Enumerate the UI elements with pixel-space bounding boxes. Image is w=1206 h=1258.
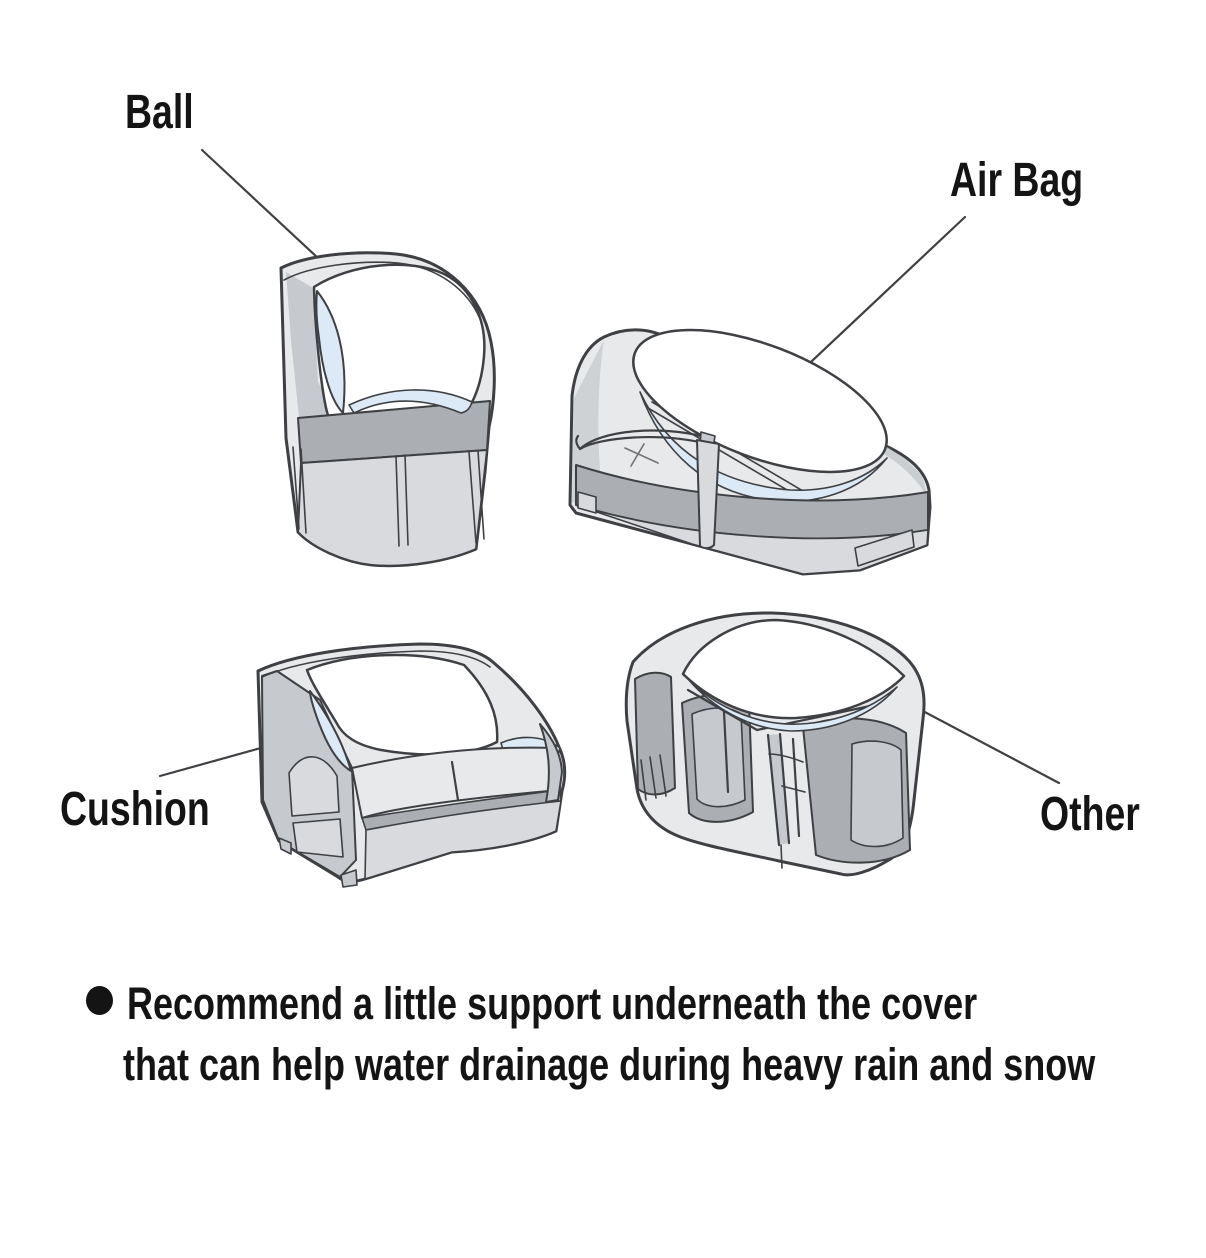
chair-leg-lines bbox=[292, 446, 485, 547]
lounge-armrest-post bbox=[696, 439, 720, 550]
table-set-top-highlight bbox=[687, 678, 898, 732]
lounge-armrest-arc bbox=[575, 429, 710, 451]
label-ball: Ball bbox=[125, 86, 194, 139]
other-support-dome bbox=[681, 618, 906, 720]
loveseat-right-arm bbox=[539, 723, 563, 803]
loveseat-cushion-illustration bbox=[256, 642, 567, 888]
lounge-skirt-notch-left bbox=[577, 491, 597, 514]
bullet-icon bbox=[86, 986, 113, 1015]
chair-back-shading bbox=[286, 272, 338, 435]
chair-skirt bbox=[297, 449, 488, 567]
chair-seat-highlight bbox=[348, 389, 473, 414]
lounge-skirt bbox=[575, 504, 929, 575]
loveseat-skirt bbox=[364, 800, 562, 880]
label-air-bag: Air Bag bbox=[950, 154, 1084, 207]
table-leg-lines bbox=[722, 710, 801, 847]
loveseat-foot-left bbox=[278, 837, 292, 855]
table-leg-fill bbox=[768, 734, 789, 845]
table-set-cover-pleats bbox=[640, 754, 783, 869]
ball-support-shape bbox=[315, 290, 346, 414]
lounge-airbag-illustration bbox=[568, 328, 932, 576]
loveseat-arm-panel-upper bbox=[288, 756, 340, 817]
lounge-skirt-notch-right bbox=[854, 529, 915, 567]
note-text-line1: Recommend a little support underneath th… bbox=[127, 978, 978, 1029]
loveseat-arm-panel-lower bbox=[292, 818, 344, 858]
table-set-chair-back-left bbox=[634, 671, 676, 796]
air-bag-shape bbox=[632, 328, 888, 474]
table-set-illustration bbox=[624, 611, 926, 877]
loveseat-cushion-divider bbox=[450, 760, 460, 802]
lounge-frame-braces bbox=[624, 443, 659, 467]
table-set-armrest-lines bbox=[768, 753, 806, 793]
cushion-side-highlight bbox=[309, 690, 352, 772]
label-other: Other bbox=[1040, 788, 1140, 841]
chair-top-seam bbox=[283, 261, 481, 320]
label-cushion: Cushion bbox=[60, 783, 210, 836]
loveseat-top-rail-seam bbox=[261, 650, 491, 678]
chair-ball-illustration bbox=[279, 251, 496, 568]
table-set-chair-front-left-panel bbox=[691, 707, 746, 808]
note-text-line2: that can help water drainage during heav… bbox=[123, 1039, 1096, 1090]
table-set-chair-right-panel bbox=[850, 740, 904, 848]
loveseat-foot-center bbox=[340, 869, 358, 888]
